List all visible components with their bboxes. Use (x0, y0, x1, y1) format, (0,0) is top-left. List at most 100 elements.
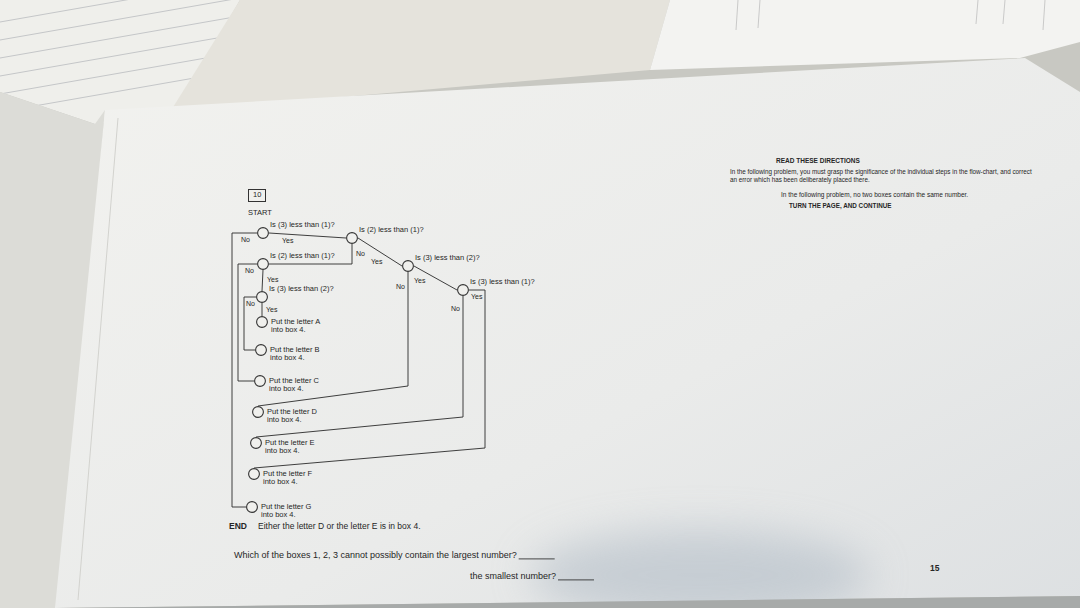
connector (238, 264, 257, 381)
start-label: START (248, 209, 272, 217)
decision-circle: Is (2) less than (1)? (257, 258, 269, 270)
circle-outline (252, 406, 264, 418)
question-text: Is (3) less than (1)? (470, 278, 535, 286)
step-text: Put the letter F into box 4. (263, 470, 321, 487)
branch-label: Yes (371, 258, 382, 265)
step-text: Put the letter E into box 4. (265, 439, 323, 456)
process-circle: Put the letter E into box 4. (250, 437, 262, 449)
branch-label: No (246, 300, 255, 307)
directions-heading: READ THESE DIRECTIONS (776, 157, 860, 164)
question-text: Is (2) less than (1)? (270, 252, 335, 260)
process-circle: Put the letter F into box 4. (248, 468, 260, 480)
connector (258, 272, 408, 406)
paper-line (736, 0, 738, 30)
connector (262, 303, 263, 316)
step-text: Put the letter B into box 4. (270, 346, 328, 363)
circle-outline (256, 316, 268, 328)
branch-label: Yes (267, 276, 278, 283)
paper-line (1043, 0, 1045, 30)
paper-line (0, 16, 240, 58)
process-circle: Put the letter D into box 4. (252, 406, 264, 418)
branch-label: No (396, 283, 405, 290)
connector (262, 270, 263, 291)
branch-label: Yes (471, 293, 482, 300)
directions-text: In the following problem, no two boxes c… (781, 191, 968, 198)
step-text: Put the letter G into box 4. (261, 503, 319, 520)
conclusion-text: Either the letter D or the letter E is i… (258, 522, 421, 531)
circle-outline (250, 437, 262, 449)
circle-outline (257, 258, 269, 270)
circle-outline (251, 438, 262, 449)
desk-edge (55, 596, 1080, 608)
connector (254, 290, 485, 468)
circle-outline (257, 292, 268, 303)
box-number: 10 (253, 191, 261, 200)
circle-outline (346, 232, 358, 244)
question-text: Is (3) less than (2)? (415, 254, 480, 262)
paper-line (0, 0, 240, 40)
connector (232, 233, 257, 507)
connector (269, 244, 352, 264)
directions-text: In the following problem, you must grasp… (730, 168, 1035, 183)
end-label: END (229, 522, 247, 531)
connector (244, 297, 256, 350)
process-circle: Put the letter B into box 4. (255, 344, 267, 356)
paper-line (1003, 0, 1005, 24)
branch-label: Yes (414, 277, 425, 284)
decision-circle: Is (3) less than (1)? (457, 284, 469, 296)
page-number: 15 (930, 564, 939, 573)
question-text: Is (3) less than (2)? (269, 285, 334, 293)
circle-outline (249, 469, 260, 480)
directions-note: TURN THE PAGE, AND CONTINUE (789, 203, 892, 210)
branch-label: No (241, 236, 250, 243)
step-text: Put the letter C into box 4. (269, 377, 327, 394)
sheet-edge (78, 118, 118, 600)
circle-outline (254, 375, 266, 387)
decision-circle: Is (3) less than (2)? (256, 291, 268, 303)
connector (269, 233, 346, 238)
branch-label: Yes (266, 306, 277, 313)
exam-sheet (55, 58, 1080, 608)
circle-outline (256, 291, 268, 303)
branch-label: No (356, 250, 365, 257)
decision-circle: Is (3) less than (1)? (257, 227, 269, 239)
step-text: Put the letter D into box 4. (267, 408, 325, 425)
circle-outline (256, 345, 267, 356)
circle-outline (255, 376, 266, 387)
decision-circle: Is (2) less than (1)? (346, 232, 358, 244)
circle-outline (402, 260, 414, 272)
circle-outline (403, 261, 414, 272)
circle-outline (457, 284, 469, 296)
paper-ruling (736, 0, 1045, 30)
question-text: the smallest number? (470, 572, 556, 582)
branch-label: No (245, 267, 254, 274)
circle-outline (458, 285, 469, 296)
process-circle: Put the letter A into box 4. (256, 316, 268, 328)
circle-outline (247, 502, 258, 513)
shadow (530, 530, 870, 608)
question-text: Which of the boxes 1, 2, 3 cannot possib… (234, 551, 517, 561)
circle-outline (258, 228, 269, 239)
paper-line (758, 0, 760, 28)
circle-outline (255, 344, 267, 356)
decision-circle: Is (3) less than (2)? (402, 260, 414, 272)
circle-outline (253, 407, 264, 418)
circle-outline (248, 468, 260, 480)
question-text: Is (3) less than (1)? (270, 221, 335, 229)
circle-outline (257, 227, 269, 239)
branch-label: No (451, 305, 460, 312)
circle-outline (258, 259, 269, 270)
circle-outline (257, 317, 268, 328)
number-box: 10 (248, 189, 266, 202)
answer-blank (519, 558, 555, 559)
question-text: Is (2) less than (1)? (359, 226, 424, 234)
process-circle: Put the letter G into box 4. (246, 501, 258, 513)
step-text: Put the letter A into box 4. (271, 318, 329, 335)
paper-line (976, 0, 978, 24)
